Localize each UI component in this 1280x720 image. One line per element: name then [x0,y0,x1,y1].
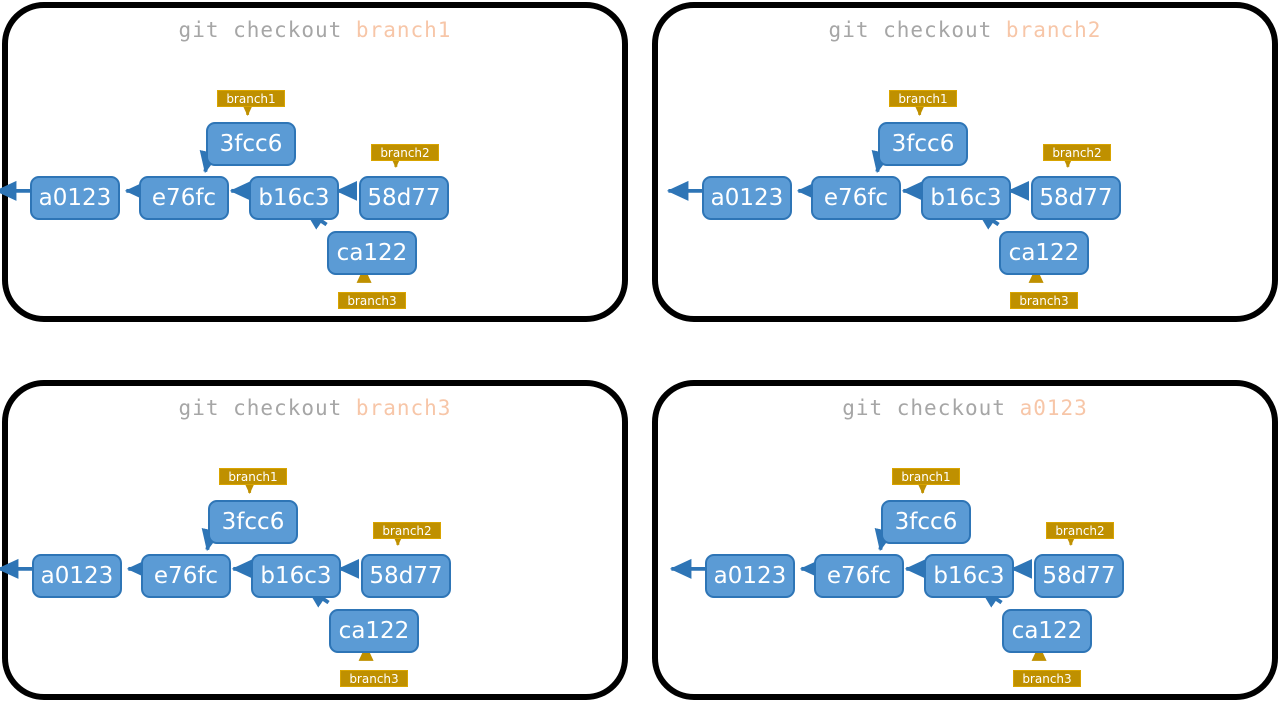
commit-node-3fcc6[interactable]: 3fcc6 [878,122,968,166]
commit-node-ca122[interactable]: ca122 [1002,609,1092,653]
commit-node-3fcc6[interactable]: 3fcc6 [208,500,298,544]
commit-node-58d77[interactable]: 58d77 [1034,554,1124,598]
branch-label-text: branch2 [380,145,430,160]
commit-node-58d77[interactable]: 58d77 [1031,176,1121,220]
commit-node-3fcc6[interactable]: 3fcc6 [206,122,296,166]
commit-graph: a0123 e76fc b16c3 58d77 3fcc6 ca122 branch1 bra… [669,386,1280,694]
commit-node-e76fc[interactable]: e76fc [141,554,231,598]
commit-label: ca122 [1011,617,1083,644]
commit-label: 3fcc6 [894,508,958,535]
commit-graph: a0123 e76fc b16c3 58d77 3fcc6 ca122 branch1 bra… [0,386,624,694]
commit-label: 3fcc6 [219,130,283,157]
commit-label: e76fc [823,184,889,211]
commit-label: a0123 [713,562,787,589]
commit-label: e76fc [153,562,219,589]
edges-layer [666,99,1076,283]
commit-label: a0123 [40,562,114,589]
commit-label: a0123 [710,184,784,211]
commit-node-ca122[interactable]: ca122 [329,609,419,653]
commit-label: ca122 [1008,239,1080,266]
edges-layer [669,477,1079,661]
commit-label: ca122 [338,617,410,644]
branch-label-branch2[interactable]: branch2 [371,144,439,161]
branch-label-branch2[interactable]: branch2 [1043,144,1111,161]
branch-label-text: branch1 [226,91,276,106]
branch-label-branch3[interactable]: branch3 [338,292,406,309]
branch-label-text: branch1 [898,91,948,106]
commit-label: 3fcc6 [221,508,285,535]
commit-node-58d77[interactable]: 58d77 [359,176,449,220]
title-command: git checkout [178,18,356,42]
commit-node-e76fc[interactable]: e76fc [139,176,229,220]
commit-label: 58d77 [367,184,441,211]
title-command: git checkout [842,396,1020,420]
panel-checkout-branch3: git checkout branch3 a0123 e76fc b16c3 58d77… [0,380,628,700]
branch-label-text: branch3 [349,671,399,686]
commit-label: b16c3 [260,562,332,589]
commit-node-a0123[interactable]: a0123 [32,554,122,598]
edges-layer [0,477,406,661]
panel-title: git checkout branch1 [8,18,622,42]
branch-label-branch3[interactable]: branch3 [1013,670,1081,687]
commit-node-b16c3[interactable]: b16c3 [251,554,341,598]
commit-graph: a0123 e76fc b16c3 58d77 3fcc6 ca122 branch1 bra… [0,8,622,316]
branch-label-text: branch1 [228,469,278,484]
title-argument: a0123 [1019,396,1088,420]
commit-label: 3fcc6 [891,130,955,157]
branch-label-branch1[interactable]: branch1 [892,468,960,485]
commit-node-b16c3[interactable]: b16c3 [249,176,339,220]
panel-title: git checkout a0123 [658,396,1272,420]
branch-label-text: branch3 [1022,671,1072,686]
branch-label-text: branch3 [347,293,397,308]
commit-graph: a0123 e76fc b16c3 58d77 3fcc6 ca122 branch1 bra… [666,8,1280,316]
commit-node-e76fc[interactable]: e76fc [814,554,904,598]
commit-label: ca122 [336,239,408,266]
branch-label-branch2[interactable]: branch2 [1046,522,1114,539]
commit-node-e76fc[interactable]: e76fc [811,176,901,220]
commit-label: 58d77 [1039,184,1113,211]
commit-label: 58d77 [369,562,443,589]
edges-layer [0,99,404,283]
commit-label: 58d77 [1042,562,1116,589]
commit-label: e76fc [151,184,217,211]
commit-label: b16c3 [258,184,330,211]
commit-node-b16c3[interactable]: b16c3 [924,554,1014,598]
branch-label-text: branch2 [1055,523,1105,538]
commit-node-ca122[interactable]: ca122 [327,231,417,275]
title-argument: branch1 [355,18,452,42]
branch-label-text: branch1 [901,469,951,484]
title-command: git checkout [828,18,1006,42]
commit-node-58d77[interactable]: 58d77 [361,554,451,598]
commit-node-a0123[interactable]: a0123 [705,554,795,598]
panel-title: git checkout branch3 [8,396,622,420]
title-argument: branch3 [355,396,452,420]
commit-label: b16c3 [933,562,1005,589]
panel-title: git checkout branch2 [658,18,1272,42]
branch-label-text: branch2 [382,523,432,538]
branch-label-branch1[interactable]: branch1 [219,468,287,485]
branch-label-branch1[interactable]: branch1 [217,90,285,107]
commit-label: e76fc [826,562,892,589]
commit-node-a0123[interactable]: a0123 [30,176,120,220]
commit-node-a0123[interactable]: a0123 [702,176,792,220]
branch-label-text: branch3 [1019,293,1069,308]
branch-label-branch2[interactable]: branch2 [373,522,441,539]
branch-label-branch3[interactable]: branch3 [340,670,408,687]
commit-label: b16c3 [930,184,1002,211]
commit-node-ca122[interactable]: ca122 [999,231,1089,275]
title-argument: branch2 [1005,18,1102,42]
branch-label-branch3[interactable]: branch3 [1010,292,1078,309]
branch-label-branch1[interactable]: branch1 [889,90,957,107]
panel-checkout-branch1: git checkout branch1 a0123 e76fc b16c3 58d77… [0,2,628,322]
commit-node-3fcc6[interactable]: 3fcc6 [881,500,971,544]
commit-node-b16c3[interactable]: b16c3 [921,176,1011,220]
panel-checkout-branch2: git checkout branch2 a0123 e76fc b16c3 58d77… [652,2,1278,322]
commit-label: a0123 [38,184,112,211]
title-command: git checkout [178,396,356,420]
branch-label-text: branch2 [1052,145,1102,160]
